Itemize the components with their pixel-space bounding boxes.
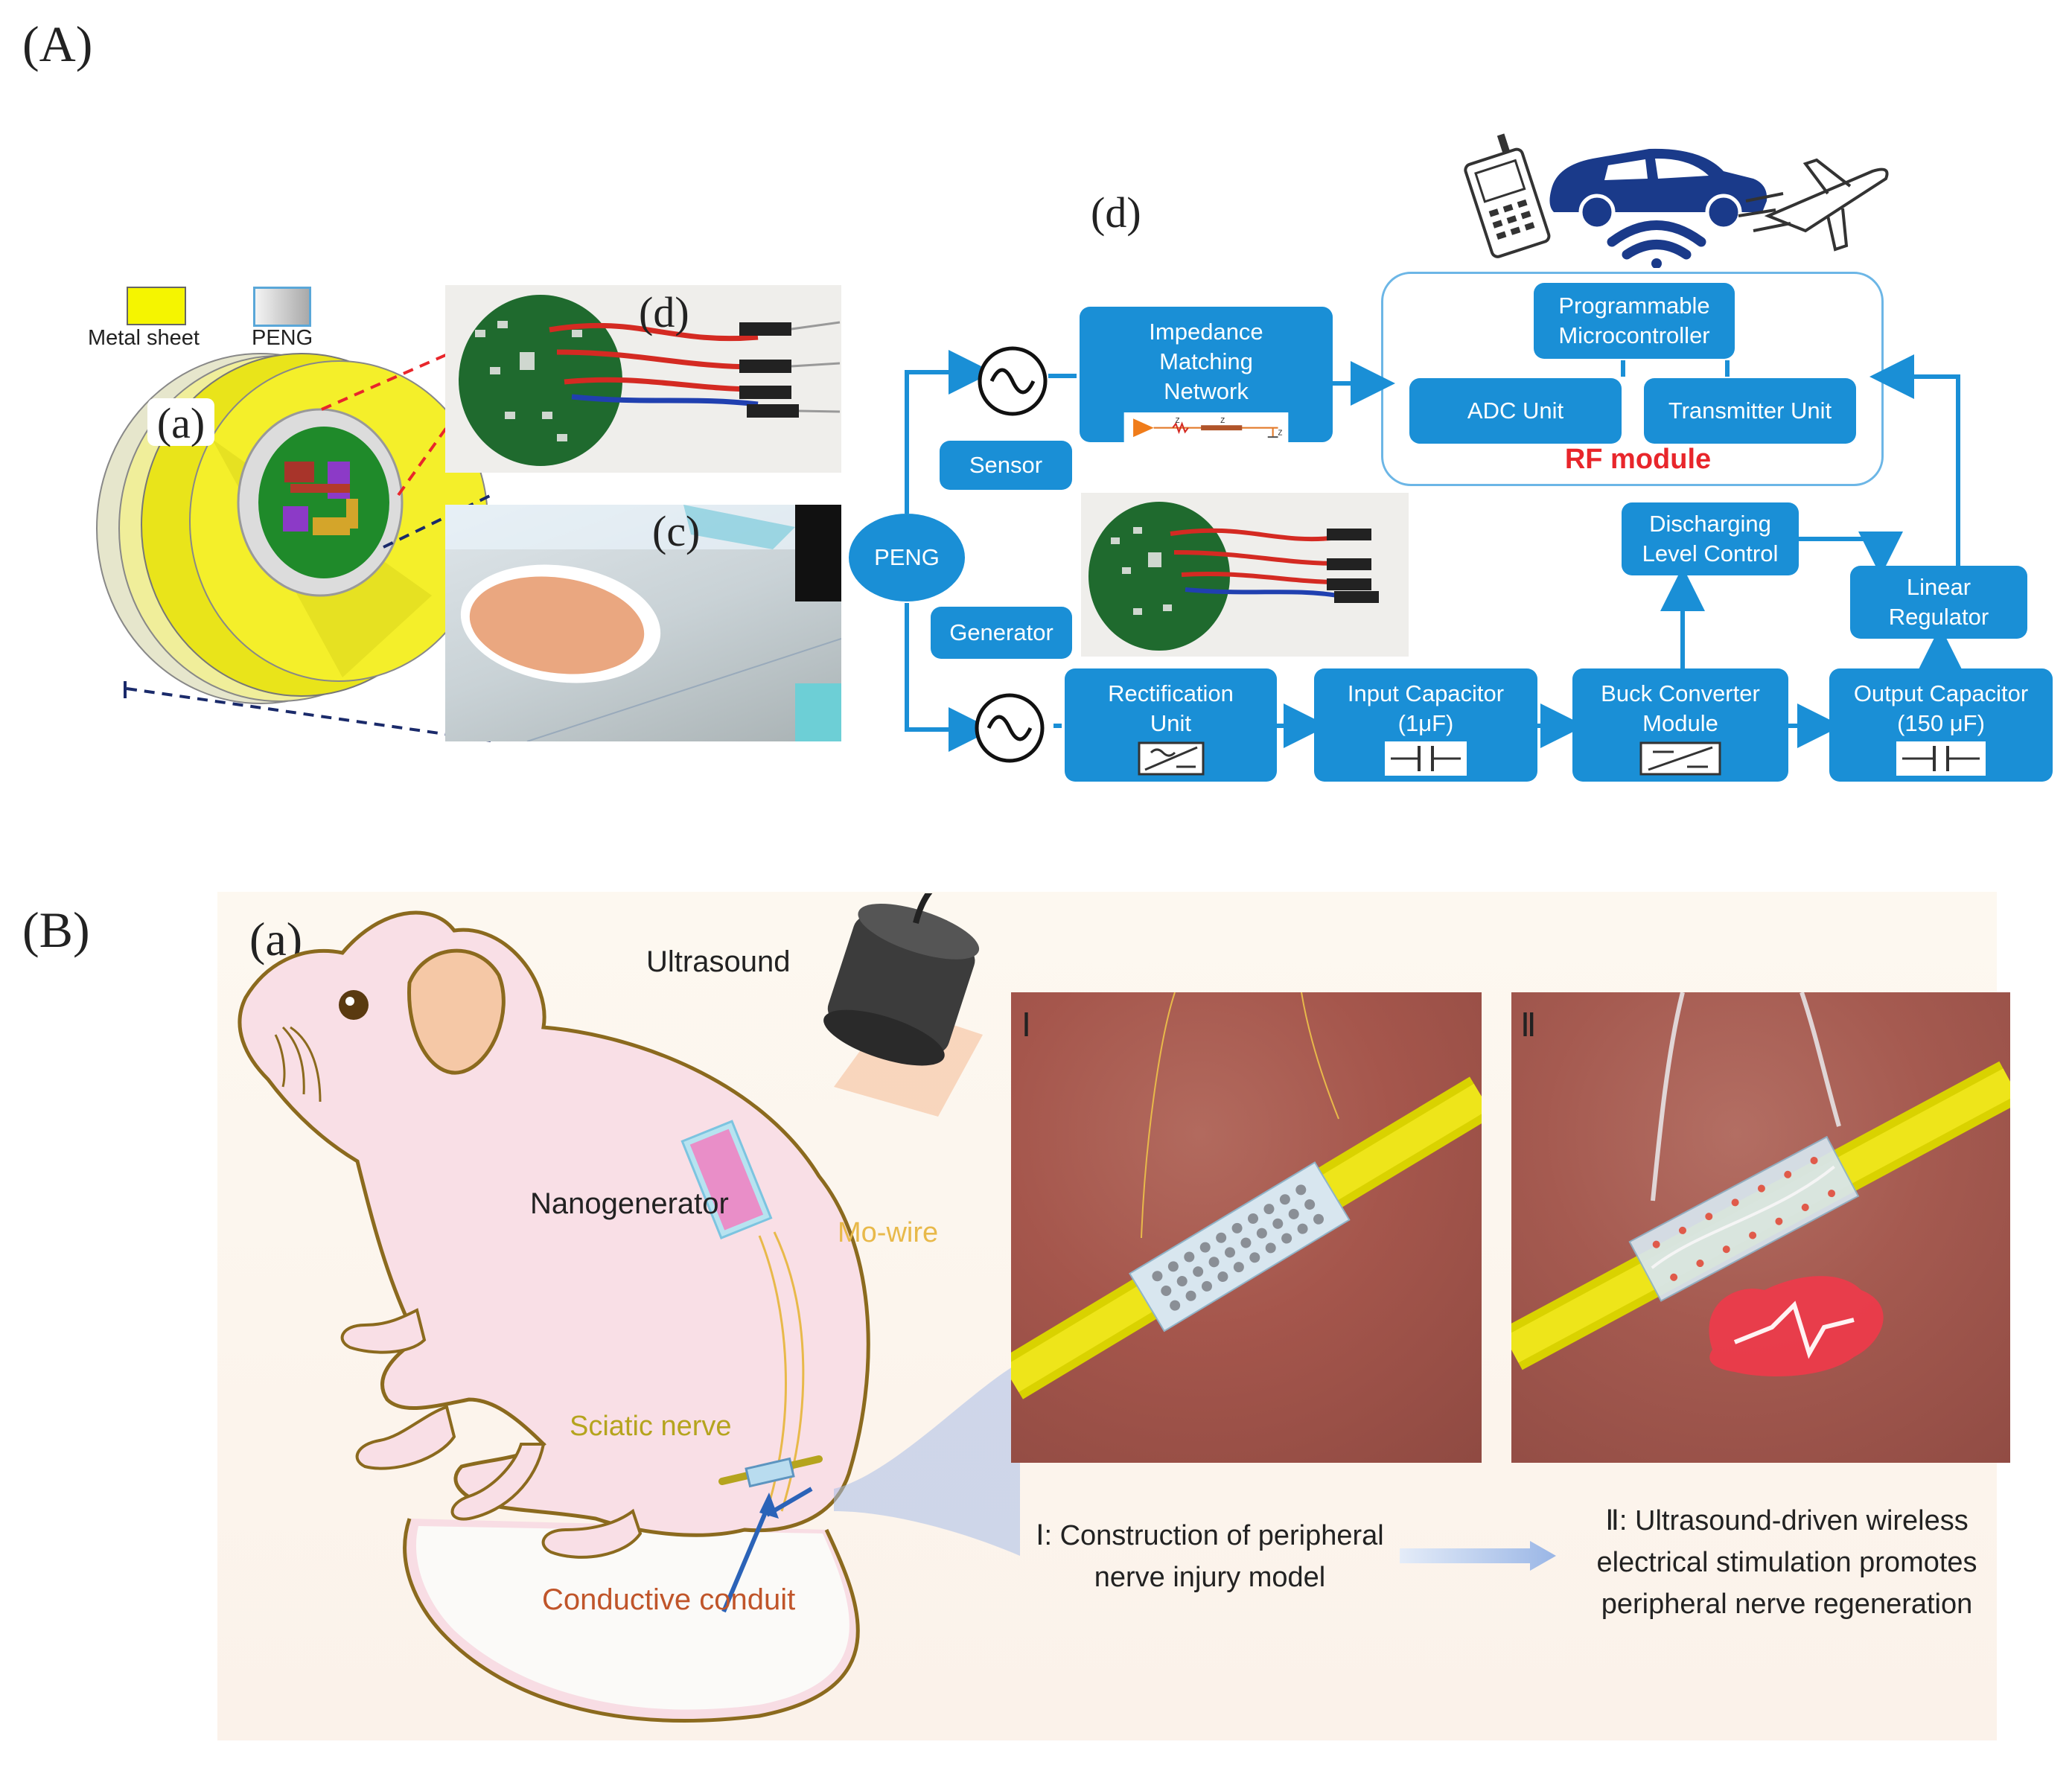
ac-source-icon	[975, 693, 1045, 763]
peng-source-node: PENG	[849, 514, 965, 601]
mobile-phone-icon	[1464, 133, 1551, 258]
sensor-block: Sensor	[940, 441, 1072, 490]
image-i-label: Ⅰ	[1021, 1007, 1031, 1044]
peng-device-illustration	[96, 350, 493, 742]
sciatic-nerve-label: Sciatic nerve	[570, 1411, 732, 1442]
ultrasound-label: Ultrasound	[646, 945, 791, 978]
photo-top-label: (d)	[639, 288, 689, 336]
impedance-circuit-icon: Z Z Z	[1123, 412, 1289, 442]
discharging-level-block: Discharging Level Control	[1622, 502, 1799, 575]
flow-connectors	[905, 350, 1963, 752]
conductive-conduit-label: Conductive conduit	[542, 1583, 796, 1616]
generator-block: Generator	[931, 607, 1072, 659]
caption-ii: Ⅱ: Ultrasound-driven wireless electrical…	[1596, 1505, 1977, 1620]
svg-text:Z: Z	[1176, 417, 1180, 425]
capacitor-icon	[1385, 741, 1467, 776]
peng-legend: PENG	[252, 326, 313, 350]
image-nerve-injury-model	[1011, 992, 1482, 1463]
car-icon	[1549, 148, 1767, 231]
photo-peng-film	[445, 505, 841, 741]
converter-icon	[1639, 741, 1721, 776]
output-capacitor-block: Output Capacitor (150 μF)	[1829, 668, 2053, 782]
photo-circuit-board	[445, 285, 841, 473]
capacitor-icon	[1896, 741, 1986, 776]
diagram-label: (d)	[1091, 188, 1141, 237]
metal-sheet-swatch	[127, 287, 186, 325]
image-nerve-regeneration	[1511, 992, 2010, 1463]
device-label-a: (a)	[147, 398, 214, 447]
input-capacitor-block: Input Capacitor (1μF)	[1314, 668, 1537, 782]
svg-text:Z: Z	[1278, 429, 1283, 437]
ac-source-icon	[978, 346, 1048, 416]
metal-sheet-legend: Metal sheet	[88, 326, 200, 350]
buck-converter-block: Buck Converter Module	[1572, 668, 1788, 782]
panel-a-label: (A)	[22, 16, 93, 72]
airplane-icon	[1738, 158, 1889, 252]
peng-swatch	[253, 287, 311, 327]
svg-text:Z: Z	[1220, 417, 1225, 425]
arrow-right-icon	[1400, 1541, 1556, 1571]
programmable-microcontroller-block: Programmable Microcontroller	[1534, 283, 1735, 359]
photo-bottom-label: (c)	[652, 507, 701, 555]
icons-group	[1464, 133, 1889, 268]
rectifier-icon	[1138, 741, 1204, 776]
transmitter-unit-block: Transmitter Unit	[1644, 378, 1856, 444]
wifi-icon	[1607, 220, 1706, 268]
panel-b-label: (B)	[22, 901, 90, 958]
rf-module-title: RF module	[1564, 444, 1712, 475]
rat-illustration	[238, 893, 1020, 1723]
adc-unit-block: ADC Unit	[1409, 378, 1622, 444]
nanogenerator-label: Nanogenerator	[530, 1187, 729, 1220]
mo-wire-label: Mo-wire	[838, 1217, 939, 1248]
caption-i: Ⅰ: Construction of peripheral nerve inju…	[1036, 1520, 1384, 1593]
image-ii-label: Ⅱ	[1520, 1007, 1537, 1044]
impedance-matching-block: Impedance Matching Network Z Z Z	[1080, 307, 1333, 442]
rectification-unit-block: Rectification Unit	[1065, 668, 1277, 782]
photo-circuit-board-small	[1081, 493, 1409, 657]
